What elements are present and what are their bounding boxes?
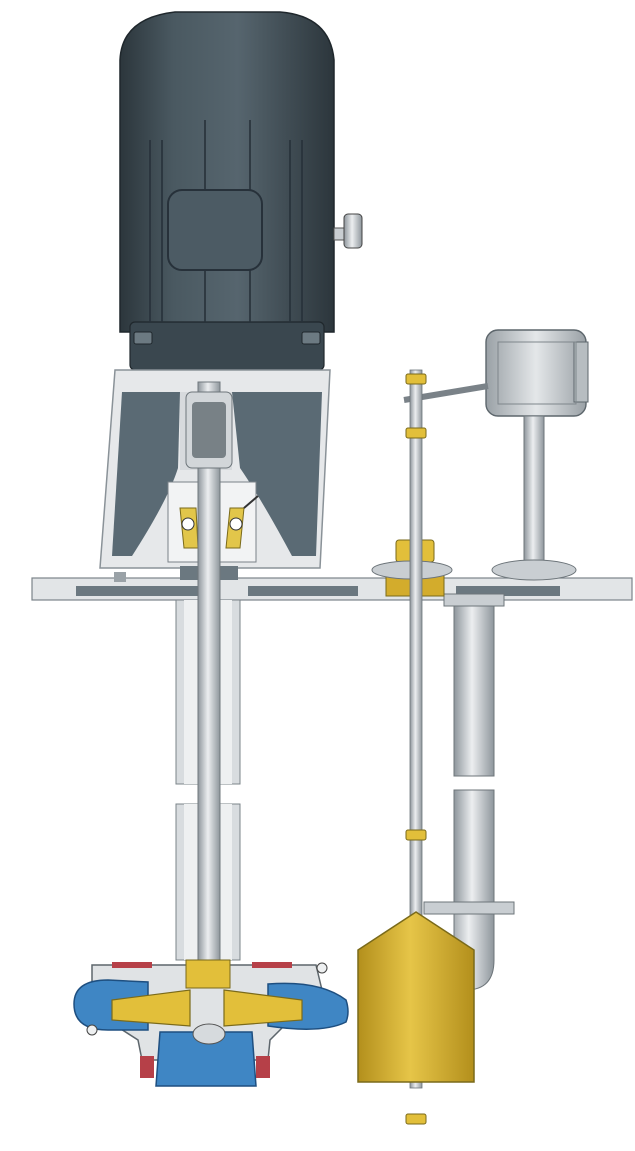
float-rod <box>405 369 427 1125</box>
mounting-plate <box>31 566 633 601</box>
shaft <box>185 381 233 993</box>
motor-terminal-box-gland <box>333 213 363 249</box>
electric-motor <box>119 11 335 371</box>
pump-casing <box>73 962 349 1087</box>
impeller <box>111 959 303 1045</box>
discharge-pipe <box>443 593 505 991</box>
discharge-flange <box>423 901 515 915</box>
level-switch-body <box>371 383 489 597</box>
float <box>357 911 475 1083</box>
float-switch-housing <box>485 329 589 581</box>
